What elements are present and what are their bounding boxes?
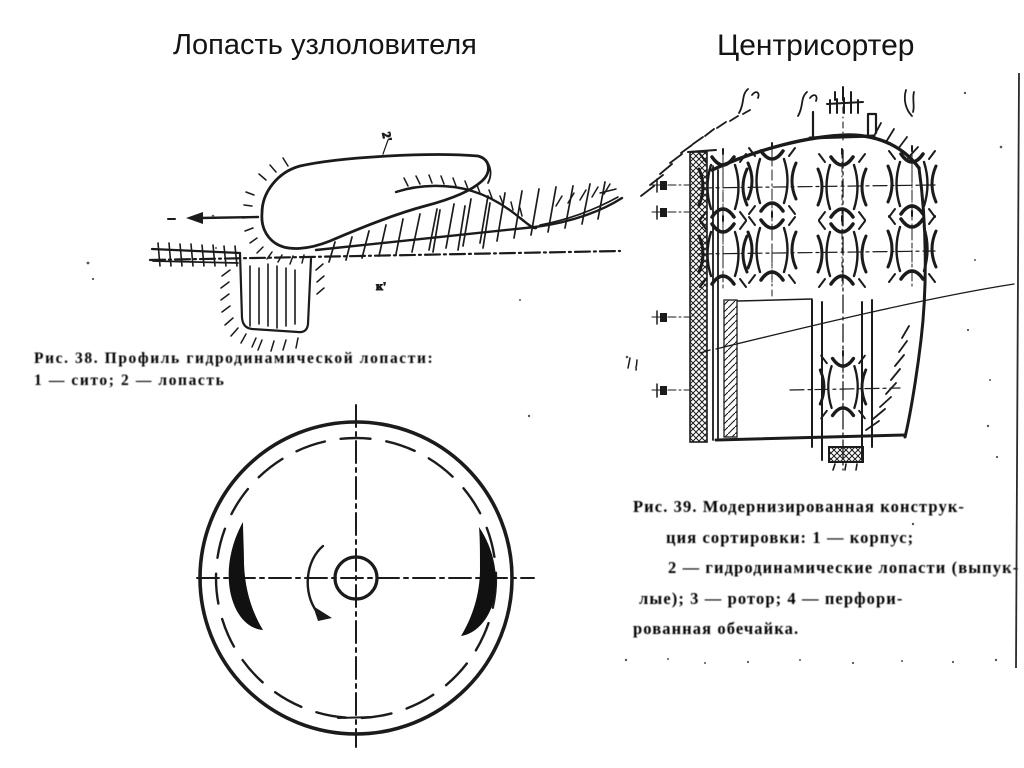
blade-tip-label: 2' (379, 131, 395, 143)
rotor-blade-left (228, 522, 263, 630)
callout-scribbles (738, 88, 915, 117)
rotation-arrow (306, 544, 332, 621)
outer-hatch-right (865, 325, 910, 431)
drum-bottom (714, 433, 907, 442)
blade-profile-figure: 2' к' (148, 130, 624, 352)
page-edge-line (1015, 72, 1020, 669)
seam-line (715, 283, 1015, 350)
caption-line: 2 — гидродинамические лопасти (выпук- (668, 558, 1020, 577)
blade-inner-edge (394, 184, 538, 230)
screen-wall-strip (689, 151, 708, 443)
caption-line: Рис. 38. Профиль гидродинамической лопас… (34, 350, 435, 367)
screen-plate (150, 242, 242, 267)
left-figure-title: Лопасть узлоловителя (173, 29, 477, 61)
rotor-blade-right (461, 527, 496, 636)
caption-line: Рис. 39. Модернизированная конструк- (633, 497, 966, 516)
centrisorter-figure (627, 86, 1015, 471)
blade-cavity-outline (260, 153, 490, 250)
screen-slot-pocket (220, 251, 325, 352)
right-figure-title: Центрисортер (717, 29, 915, 62)
caption-line: лые); 3 — ротор; 4 — перфори- (639, 588, 904, 608)
left-figure-caption: Рис. 38. Профиль гидродинамической лопас… (34, 348, 434, 392)
screen-centerline (148, 249, 622, 262)
right-figure-caption: Рис. 39. Модернизированная конструк- ция… (633, 492, 1019, 645)
wall-bolt-marks (627, 178, 690, 398)
rotor-disc-figure (196, 404, 535, 748)
caption-line: рованная обечайка. (633, 619, 800, 638)
wake-hatching (328, 181, 606, 263)
scan-noise (86, 91, 1010, 665)
shaft-bottom-bearing (828, 446, 864, 463)
outer-hatch-top-right (873, 122, 919, 159)
top-fitting (808, 86, 878, 141)
inner-wall-strip (723, 299, 738, 438)
wake-label: к' (376, 279, 386, 293)
caption-line: ция сортировки: 1 — корпус; (666, 527, 915, 547)
drum-top-arc (710, 133, 921, 172)
edge-hatching (242, 157, 305, 265)
caption-line: 1 — сито; 2 — лопасть (34, 372, 226, 389)
